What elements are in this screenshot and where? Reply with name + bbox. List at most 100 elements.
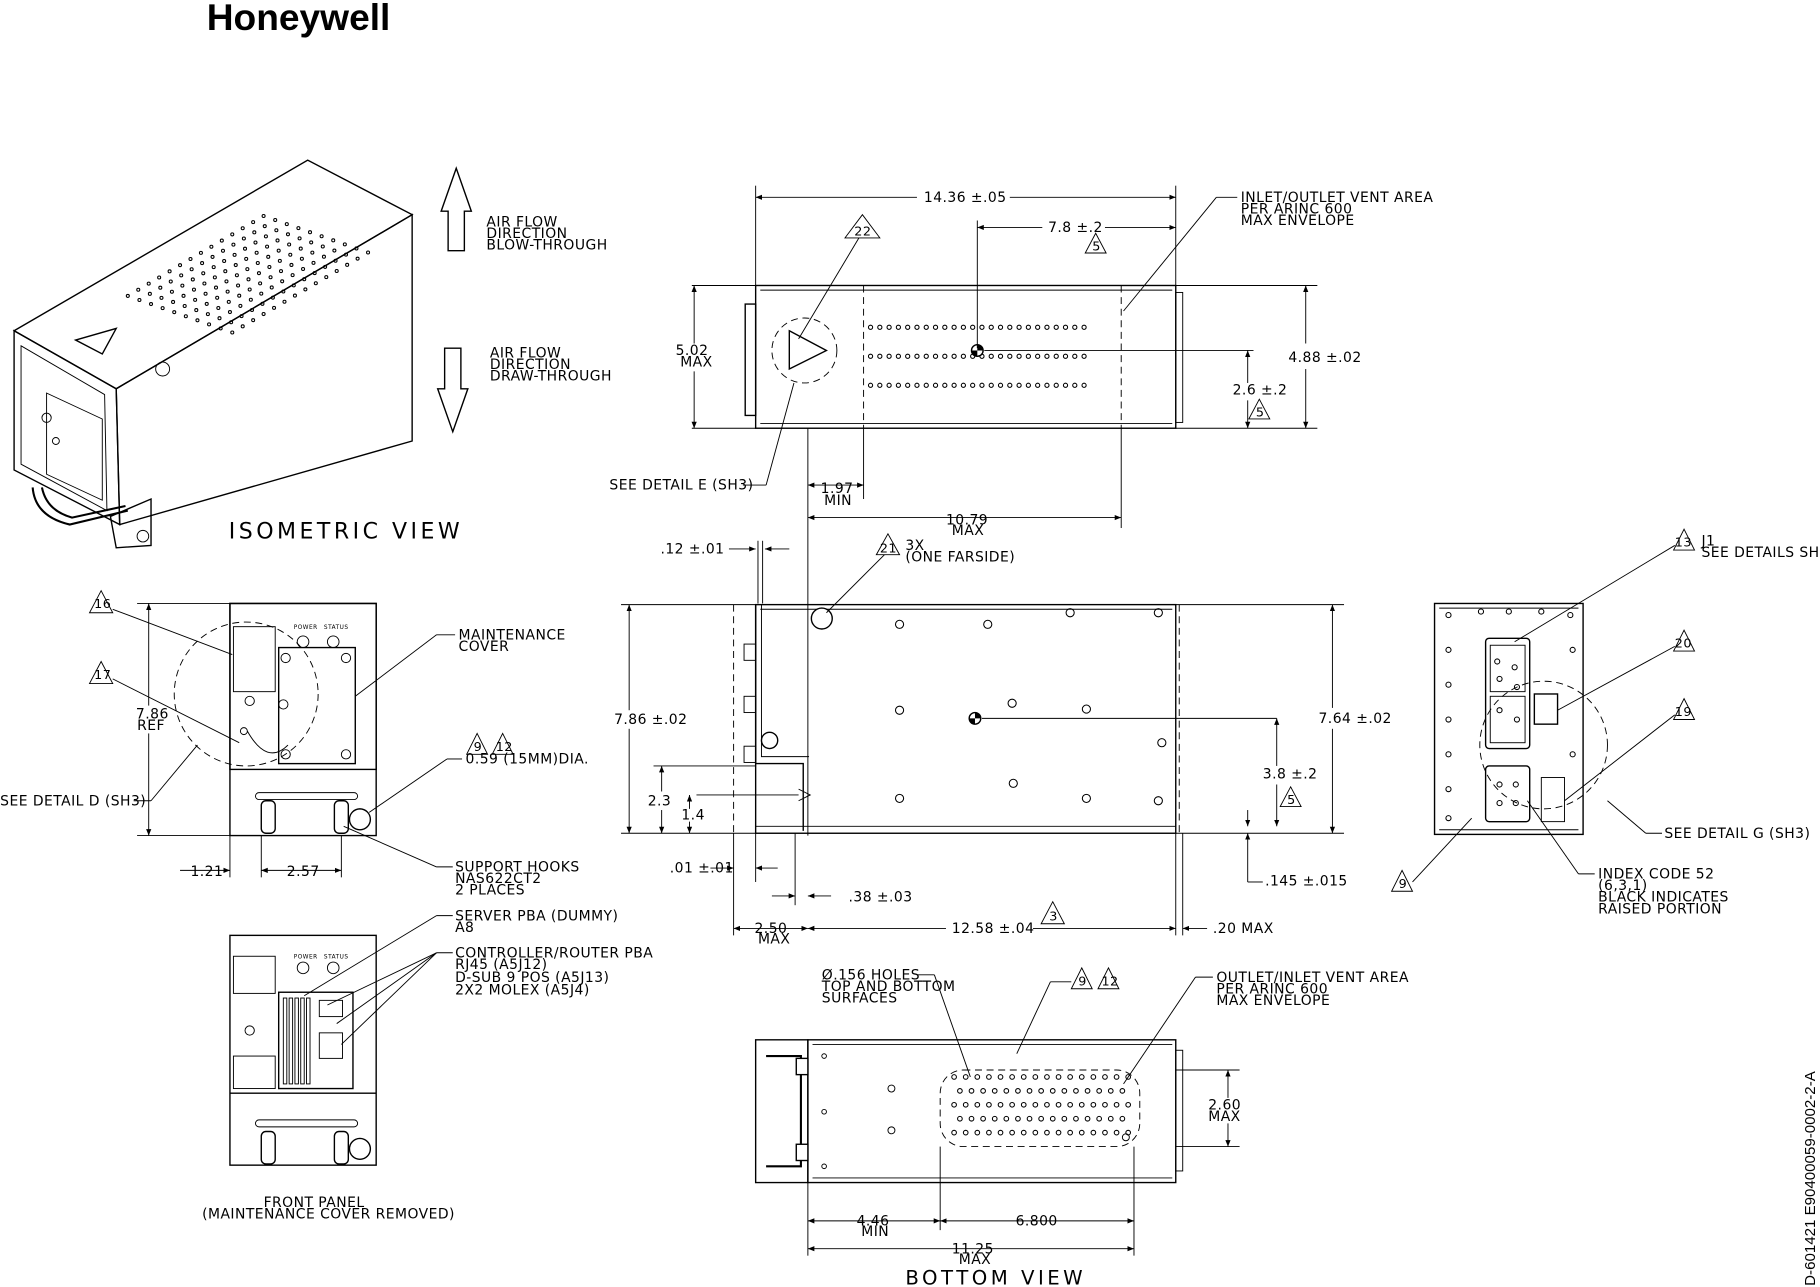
bottom-view (754, 1039, 1184, 1184)
vent-hole (261, 213, 266, 219)
vent-hole (1016, 382, 1022, 388)
vent-hole (210, 254, 215, 259)
vent-hole (957, 1115, 963, 1122)
vent-hole (1044, 1129, 1050, 1136)
screw (894, 705, 905, 715)
vent-hole (1102, 1101, 1108, 1108)
see-detail-d: SEE DETAIL D (SH3) (0, 793, 146, 809)
vent-hole (997, 1074, 1004, 1080)
vent-hole (1055, 1129, 1062, 1136)
vent-hole (1062, 382, 1069, 388)
vent-hole (270, 295, 275, 300)
server-line2: A8 (455, 920, 474, 936)
screw (1569, 646, 1576, 653)
vent-hole (942, 382, 948, 388)
vent-hole (1096, 1088, 1103, 1094)
vent-hole (212, 275, 217, 280)
vent-hole (1020, 1074, 1027, 1080)
vent-note-1-line3: MAX ENVELOPE (1241, 213, 1355, 229)
index-line4: RAISED PORTION (1598, 901, 1722, 917)
vent-hole (1119, 1088, 1126, 1094)
airflow-down-line1: AIR FLOW (490, 345, 561, 361)
vent-hole (282, 299, 287, 304)
callout-9-a: 9 (474, 740, 483, 755)
vent-hole (1062, 353, 1069, 359)
screw (894, 619, 905, 629)
vent-hole (1038, 1088, 1044, 1094)
vent-hole (298, 246, 303, 251)
vent-hole (1020, 1101, 1027, 1108)
vent-hole (230, 232, 235, 237)
side-view (696, 603, 1277, 834)
screw (1445, 646, 1452, 653)
vent-hole (1073, 1088, 1079, 1094)
vent-hole (269, 285, 274, 290)
vent-hole (249, 307, 255, 313)
vent-hole (886, 382, 892, 388)
screw (1153, 608, 1163, 618)
dim-11-25: 11.25 (952, 1241, 994, 1257)
vent-hole (980, 1115, 986, 1122)
callout-12-b: 12 (1101, 974, 1118, 989)
dim-0-38: .38 ±.03 (848, 890, 912, 906)
vent-hole (220, 248, 226, 253)
vent-hole (225, 289, 230, 294)
dim-1-4: 1.4 (681, 807, 705, 823)
vent-hole (342, 242, 347, 247)
vent-hole (1084, 1115, 1091, 1122)
vent-hole (244, 256, 249, 261)
vent-hole (1035, 324, 1041, 330)
vent-hole (988, 353, 994, 359)
server-line1: SERVER PBA (DUMMY) (455, 908, 618, 924)
vent-hole (241, 236, 246, 241)
vent-hole (202, 281, 207, 286)
front-panel-subtitle: (MAINTENANCE COVER REMOVED) (202, 1207, 455, 1223)
vent-hole (321, 254, 326, 259)
vent-hole (1049, 1115, 1056, 1122)
screw (1445, 786, 1452, 793)
vent-hole (1044, 382, 1050, 388)
j1-line1: J1 (1700, 533, 1715, 549)
vent-hole (275, 238, 280, 243)
holes-note-line1: Ø.156 HOLES (822, 967, 920, 983)
fp-status-label: STATUS (324, 955, 349, 961)
bottom-vent-dots (951, 1074, 1132, 1136)
vent-hole (1061, 1088, 1068, 1094)
vent-hole (226, 299, 231, 304)
vent-hole (923, 324, 929, 330)
vent-hole (158, 285, 163, 290)
vent-hole (251, 220, 256, 225)
vent-hole (960, 324, 966, 330)
vent-hole (1009, 1074, 1015, 1080)
see-detail-g: SEE DETAIL G (SH3) (1664, 826, 1810, 842)
isometric-view: ISOMETRIC VIEW (12, 159, 460, 549)
vent-hole (203, 291, 208, 296)
vent-hole (290, 273, 295, 278)
callout-19: 19 (1675, 705, 1692, 720)
vent-hole (167, 269, 172, 274)
holes-note-line2: TOP AND BOTTOM (821, 979, 956, 995)
vent-hole (240, 324, 245, 329)
dim-4-46: 4.46 (857, 1213, 890, 1229)
dim-2-50-max: MAX (758, 931, 790, 947)
vent-hole (1090, 1129, 1097, 1136)
vent-hole (180, 283, 185, 288)
honeywell-logo: Honeywell (207, 0, 391, 38)
vent-hole (962, 1074, 969, 1080)
callout-21: 21 (880, 541, 897, 556)
vent-hole (253, 240, 258, 245)
vent-hole (1009, 1101, 1015, 1108)
vent-hole (195, 318, 200, 323)
screw (1007, 698, 1017, 708)
dim-4-46-min: MIN (861, 1224, 889, 1240)
front-status-label: STATUS (324, 625, 349, 631)
vent-hole (1090, 1101, 1097, 1108)
vent-hole (877, 353, 883, 359)
vent-hole (951, 324, 957, 330)
vent-hole (215, 295, 220, 300)
vent-hole (324, 275, 329, 280)
dim-top-center: 2.6 ±.2 (1233, 383, 1288, 399)
vent-hole (256, 271, 261, 276)
vent-hole (252, 230, 257, 235)
vent-hole (1015, 1115, 1021, 1122)
